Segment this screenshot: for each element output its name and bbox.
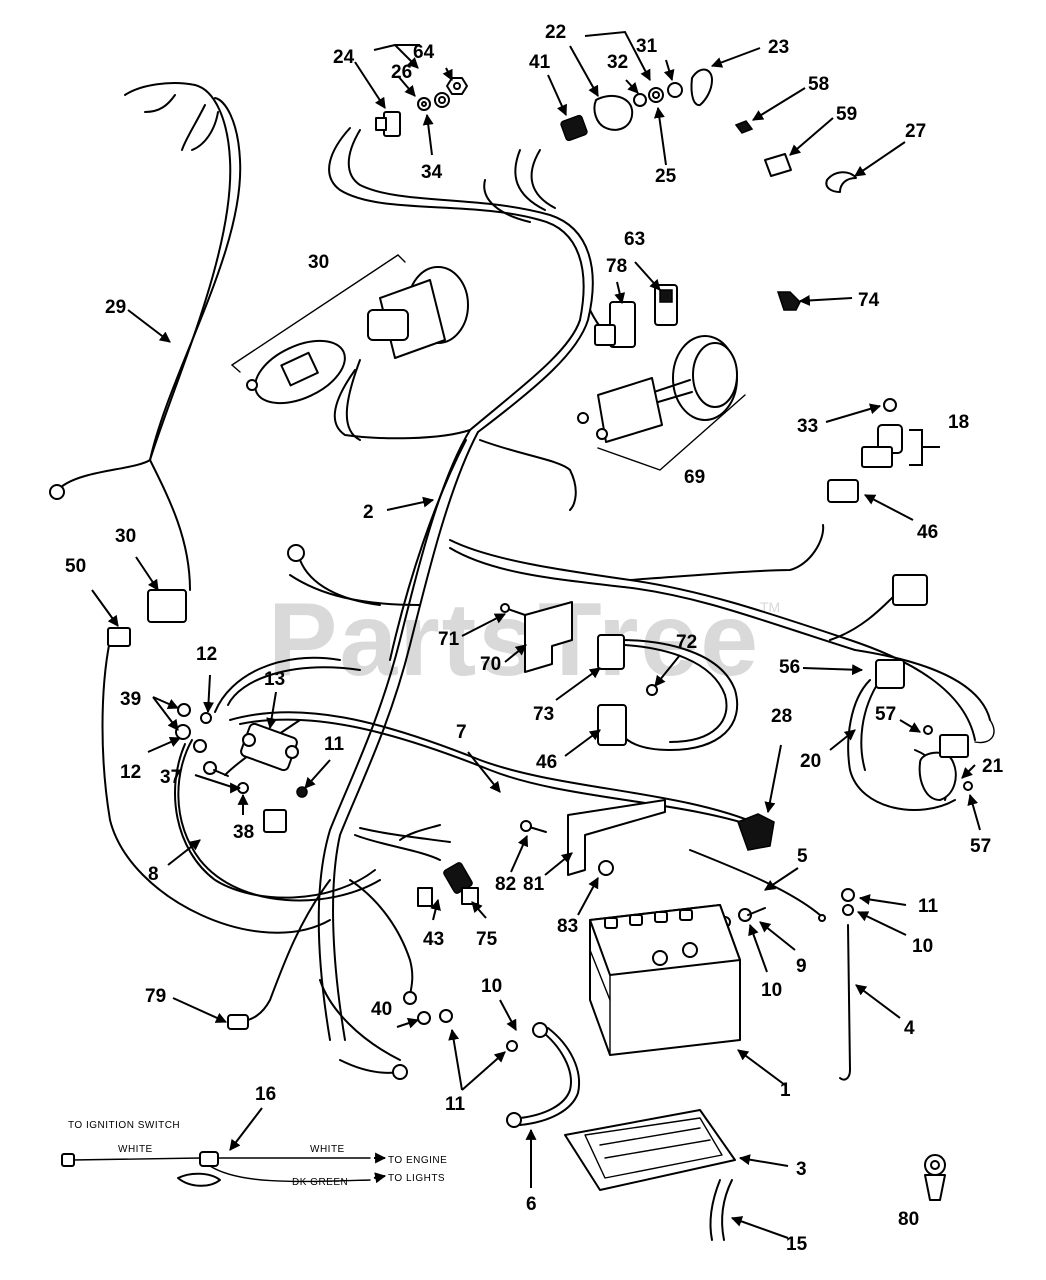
watermark: PartsTree TM [268, 582, 780, 698]
callout-39: 39 [120, 689, 141, 710]
callout-6: 6 [526, 1194, 537, 1215]
callout-41: 41 [529, 52, 551, 73]
callout-8: 8 [148, 864, 159, 885]
callout-30-connector: 30 [115, 526, 136, 547]
callout-11-lower: 11 [445, 1094, 466, 1115]
callout-29: 29 [105, 297, 126, 318]
callout-70: 70 [480, 654, 501, 675]
callout-33: 33 [797, 416, 818, 437]
wiring [49, 82, 995, 1126]
callout-80: 80 [898, 1209, 919, 1230]
callout-12-bottom: 12 [120, 762, 141, 783]
callout-15: 15 [786, 1234, 808, 1255]
callout-74: 74 [858, 290, 880, 311]
callout-22: 22 [545, 22, 566, 43]
callout-72: 72 [676, 632, 697, 653]
callout-56: 56 [779, 657, 800, 678]
callout-43: 43 [423, 929, 444, 950]
callout-26: 26 [391, 62, 412, 83]
callout-34: 34 [421, 162, 443, 183]
callout-71: 71 [438, 629, 460, 650]
callout-7: 7 [456, 722, 467, 743]
callout-2: 2 [363, 502, 374, 523]
inset-label-dk-green: DK GREEN [292, 1177, 348, 1188]
callout-69: 69 [684, 467, 705, 488]
inset-label-to-ignition-switch: TO IGNITION SWITCH [68, 1120, 180, 1131]
callout-58: 58 [808, 74, 829, 95]
callout-75: 75 [476, 929, 498, 950]
callout-3: 3 [796, 1159, 807, 1180]
callout-20: 20 [800, 751, 821, 772]
callout-57-top: 57 [875, 704, 896, 725]
callout-28: 28 [771, 706, 792, 727]
callout-57-bottom: 57 [970, 836, 991, 857]
callout-12-top: 12 [196, 644, 217, 665]
callout-32: 32 [607, 52, 628, 73]
parts [107, 68, 973, 1241]
callout-5: 5 [797, 846, 808, 867]
callout-23: 23 [768, 37, 789, 58]
callout-82: 82 [495, 874, 516, 895]
callout-79: 79 [145, 986, 166, 1007]
callout-73: 73 [533, 704, 554, 725]
callout-25: 25 [655, 166, 677, 187]
callout-31: 31 [636, 36, 658, 57]
callout-9: 9 [796, 956, 807, 977]
callout-11-upper: 11 [324, 734, 345, 755]
callout-59: 59 [836, 104, 857, 125]
watermark-text: PartsTree [268, 582, 760, 698]
callout-10-battery: 10 [761, 980, 782, 1001]
callout-81: 81 [523, 874, 545, 895]
callout-46-bottom: 46 [536, 752, 557, 773]
callout-18: 18 [948, 412, 969, 433]
callout-10-lower: 10 [481, 976, 502, 997]
callout-27: 27 [905, 121, 926, 142]
callout-63: 63 [624, 229, 645, 250]
callout-labels: 24 64 26 34 22 31 41 32 23 25 58 59 27 2… [65, 22, 1004, 1255]
watermark-trademark: TM [760, 599, 780, 615]
callout-4: 4 [904, 1018, 915, 1039]
callout-83: 83 [557, 916, 578, 937]
inset-label-to-lights: TO LIGHTS [388, 1173, 445, 1184]
callout-1: 1 [780, 1080, 791, 1101]
callout-37: 37 [160, 767, 181, 788]
callout-21: 21 [982, 756, 1004, 777]
callout-46-top: 46 [917, 522, 938, 543]
leader-arrows [91, 30, 981, 1239]
callout-40: 40 [371, 999, 392, 1020]
callout-38: 38 [233, 822, 254, 843]
callout-10-right: 10 [912, 936, 933, 957]
callout-24: 24 [333, 47, 355, 68]
inset-label-to-engine: TO ENGINE [388, 1155, 447, 1166]
callout-11-right: 11 [918, 896, 939, 917]
callout-64: 64 [413, 42, 435, 63]
callout-50: 50 [65, 556, 86, 577]
inset-wiring-detail: TO IGNITION SWITCH WHITE WHITE TO ENGINE… [61, 1120, 447, 1188]
callout-13: 13 [264, 669, 285, 690]
inset-label-white-left: WHITE [118, 1144, 153, 1155]
inset-label-white-right: WHITE [310, 1144, 345, 1155]
callout-78: 78 [606, 256, 627, 277]
callout-30-gauge: 30 [308, 252, 329, 273]
callout-16: 16 [255, 1084, 276, 1105]
